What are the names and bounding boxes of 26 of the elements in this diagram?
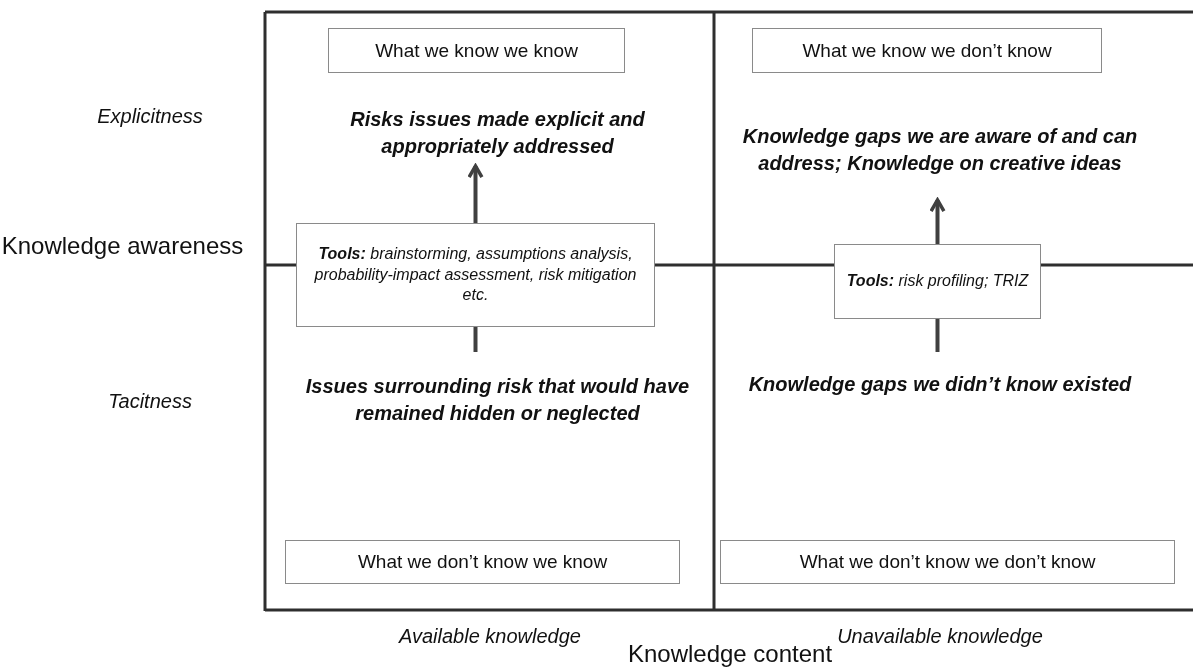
- box-label: What we know we don’t know: [802, 39, 1052, 62]
- quadrant-text: Knowledge gaps we are aware of and can address; Knowledge on creative ideas: [740, 100, 1140, 200]
- axis-level-label: Available knowledge: [397, 625, 582, 648]
- axis-level-label: Tacitness: [107, 390, 193, 413]
- arrow: [929, 198, 946, 244]
- tools-note: Tools: risk profiling; TRIZ: [846, 271, 1029, 292]
- connector-line: [473, 327, 478, 352]
- axis-title: Knowledge content: [626, 640, 834, 668]
- box-label: What we don’t know we know: [357, 551, 608, 573]
- arrow: [467, 164, 484, 223]
- connector-line: [935, 319, 940, 352]
- axis-level-label: Unavailable knowledge: [836, 625, 1044, 648]
- quadrant-text: Issues surrounding risk that would have remained hidden or neglected: [290, 352, 705, 448]
- axis-level-label: Explicitness: [96, 105, 204, 128]
- tools-note: Tools: brainstorming, assumptions analysis, probability-impact assessment, risk mitigation etc.: [313, 243, 638, 306]
- quadrant-title-box: [328, 28, 625, 73]
- box-label: What we know we know: [375, 39, 578, 62]
- axis-title: Knowledge awareness: [0, 232, 245, 260]
- quadrant-title-box: [720, 540, 1175, 584]
- quadrant-text: Risks issues made explicit and appropriately addressed: [300, 100, 695, 166]
- tools-box: [296, 223, 655, 327]
- quadrant-text: Knowledge gaps we didn’t know existed: [740, 352, 1140, 416]
- quadrant-title-box: [752, 28, 1102, 73]
- quadrant-title-box: [285, 540, 680, 584]
- box-label: What we don’t know we don’t know: [799, 551, 1096, 573]
- tools-box: [834, 244, 1041, 319]
